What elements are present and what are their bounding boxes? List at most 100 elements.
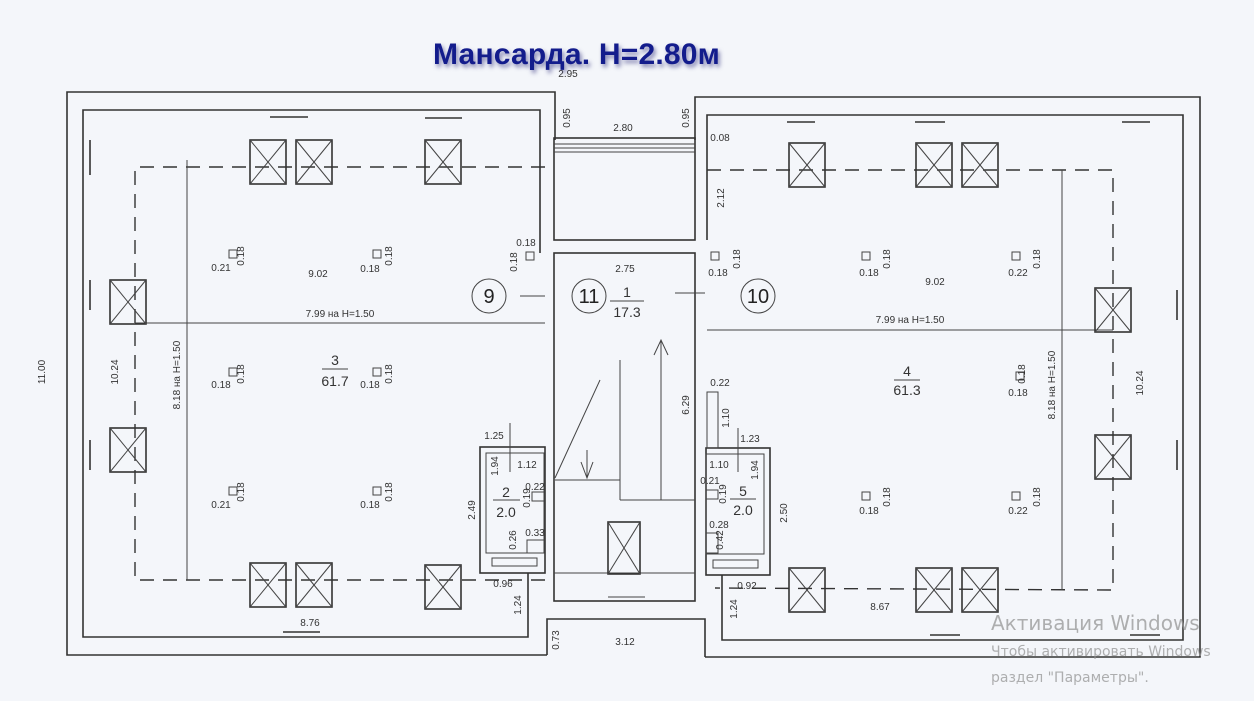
dimension-label: 0.18 [360,380,380,391]
dimension-label: 3.12 [615,637,635,648]
roof-window-icon [424,139,462,185]
roof-window-icon [424,564,462,610]
axis-circle-11 [571,278,607,314]
room-5-number: 5 [739,483,747,499]
dimension-label: 0.18 [1032,249,1043,269]
dimension-label: 0.18 [1008,388,1028,399]
roof-window-icon [1094,434,1132,480]
dimension-label: 10.24 [110,359,121,384]
vent-square-icon [228,486,238,496]
dimension-label: 0.18 [360,264,380,275]
vent-square-icon [1015,371,1025,381]
walls [66,91,1201,658]
roof-window-icon [915,567,953,613]
stair-hall-wall [553,252,696,602]
dimension-label: 1.94 [490,456,501,476]
dimension-label: 11.00 [37,359,48,384]
dimension-label: 0.21 [700,476,720,487]
dimension-label: 1.12 [517,460,537,471]
roof-window-icon [961,567,999,613]
dimension-label: 0.18 [859,506,879,517]
axis-circle-9 [471,278,507,314]
dimension-label: 9.02 [308,269,328,280]
balcony-wall [553,137,696,241]
dimension-label: 0.22 [710,378,730,389]
bathroom-2-inner [485,452,545,554]
dimension-label: 0.95 [681,108,692,128]
dimension-label: 0.18 [859,268,879,279]
dimension-label: 6.29 [681,395,692,415]
vent-square-icon [228,249,238,259]
room-2-number: 2 [502,484,510,500]
dimension-label: 0.21 [211,263,231,274]
dimension-label: 2.49 [467,500,478,520]
room-1-number: 1 [623,284,631,300]
vent-square-icon [1011,251,1021,261]
windows-activation-hint: раздел "Параметры". [991,670,1149,686]
page-title: Мансарда. H=2.80м [433,38,721,71]
dimension-label: 0.18 [384,482,395,502]
dimension-label: 0.21 [211,500,231,511]
roof-window-icon [249,139,287,185]
dimension-label: 8.18 на H=1.50 [1047,350,1058,419]
roof-window-icon [1094,287,1132,333]
dimension-label: 8.18 на H=1.50 [172,340,183,409]
vent-square-icon [861,251,871,261]
room-1-area: 17.3 [613,304,640,320]
roof-window-icon [295,562,333,608]
dimension-label: 0.73 [551,630,562,650]
room-labels: 1 17.3 2 2.0 3 61.7 4 61.3 5 2.0 [321,284,920,520]
vent-square-icon [228,367,238,377]
dimension-label: 9.02 [925,277,945,288]
dimension-label: 0.18 [1017,364,1028,384]
room-5-area: 2.0 [733,502,753,518]
dimension-label: 2.50 [779,503,790,523]
dimension-label: 0.26 [508,530,519,550]
dimension-label: 0.18 [384,246,395,266]
dimension-label: 1.10 [721,408,732,428]
dimension-label: 2.95 [558,69,578,80]
roof-window-icon [607,521,641,575]
bathroom-5-inner [705,453,765,555]
ventilation-marks [228,249,1025,501]
dimension-label: 0.42 [715,530,726,550]
dimension-label: 0.95 [562,108,573,128]
vent-square-icon [861,491,871,501]
dimension-label: 0.92 [737,581,757,592]
dimension-label: 0.28 [709,520,729,531]
dimension-label: 0.19 [718,484,729,504]
vent-square-icon [710,251,720,261]
roof-window-icon [295,139,333,185]
dimension-label: 0.18 [211,380,231,391]
dimension-label: 0.96 [493,579,513,590]
roof-window-icon [109,279,147,325]
room-4-area: 61.3 [893,382,920,398]
windows-activation-title: Активация Windows [991,611,1200,635]
dimension-label: 8.67 [870,602,890,613]
dimension-label: 0.33 [525,528,545,539]
dimension-label: 7.99 на H=1.50 [876,315,945,326]
dimension-label: 10.24 [1135,370,1146,395]
dimension-labels: 2.950.952.800.950.082.120.180.180.210.18… [37,69,1146,650]
dimension-label: 1.94 [750,460,761,480]
dimension-label: 0.22 [1008,506,1028,517]
dimension-label: 0.18 [509,252,520,272]
axis-label-9: 9 [483,286,494,308]
dimension-label: 1.10 [709,460,729,471]
dimension-label: 0.18 [1032,487,1043,507]
staircase [554,338,695,501]
dimension-label: 0.22 [525,482,545,493]
left-outer-wall [66,91,556,656]
room-4-number: 4 [903,363,911,379]
dimension-label: 2.12 [716,188,727,208]
dimension-label: 0.18 [236,482,247,502]
roof-window-icon [788,142,826,188]
axis-label-10: 10 [747,286,769,308]
axis-label-11: 11 [579,286,600,308]
right-outer-wall [694,96,1201,658]
dimension-label: 0.19 [522,488,533,508]
dimension-label: 8.76 [300,618,320,629]
dimension-label: 0.18 [236,246,247,266]
dimension-label: 0.18 [360,500,380,511]
